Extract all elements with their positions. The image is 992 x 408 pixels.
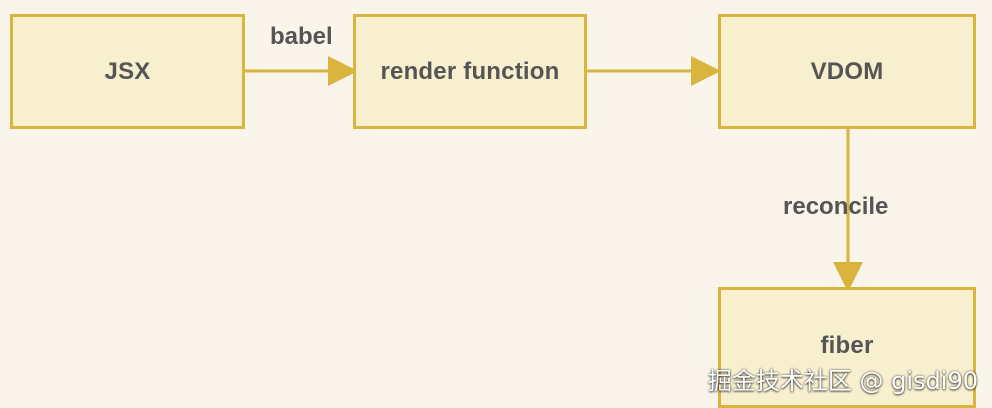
node-render-function-label: render function — [380, 57, 560, 85]
watermark: 掘金技术社区 @ gisdi90 — [707, 367, 978, 395]
node-fiber: fiber — [718, 287, 976, 408]
node-fiber-label: fiber — [820, 332, 874, 359]
node-jsx: JSX — [10, 14, 245, 129]
node-vdom: VDOM — [718, 14, 976, 129]
node-jsx-label: JSX — [104, 57, 151, 85]
node-vdom-label: VDOM — [810, 57, 884, 85]
edge-label-reconcile: reconcile — [783, 193, 889, 220]
edge-label-babel: babel — [270, 23, 333, 50]
node-render-function: render function — [353, 14, 587, 129]
